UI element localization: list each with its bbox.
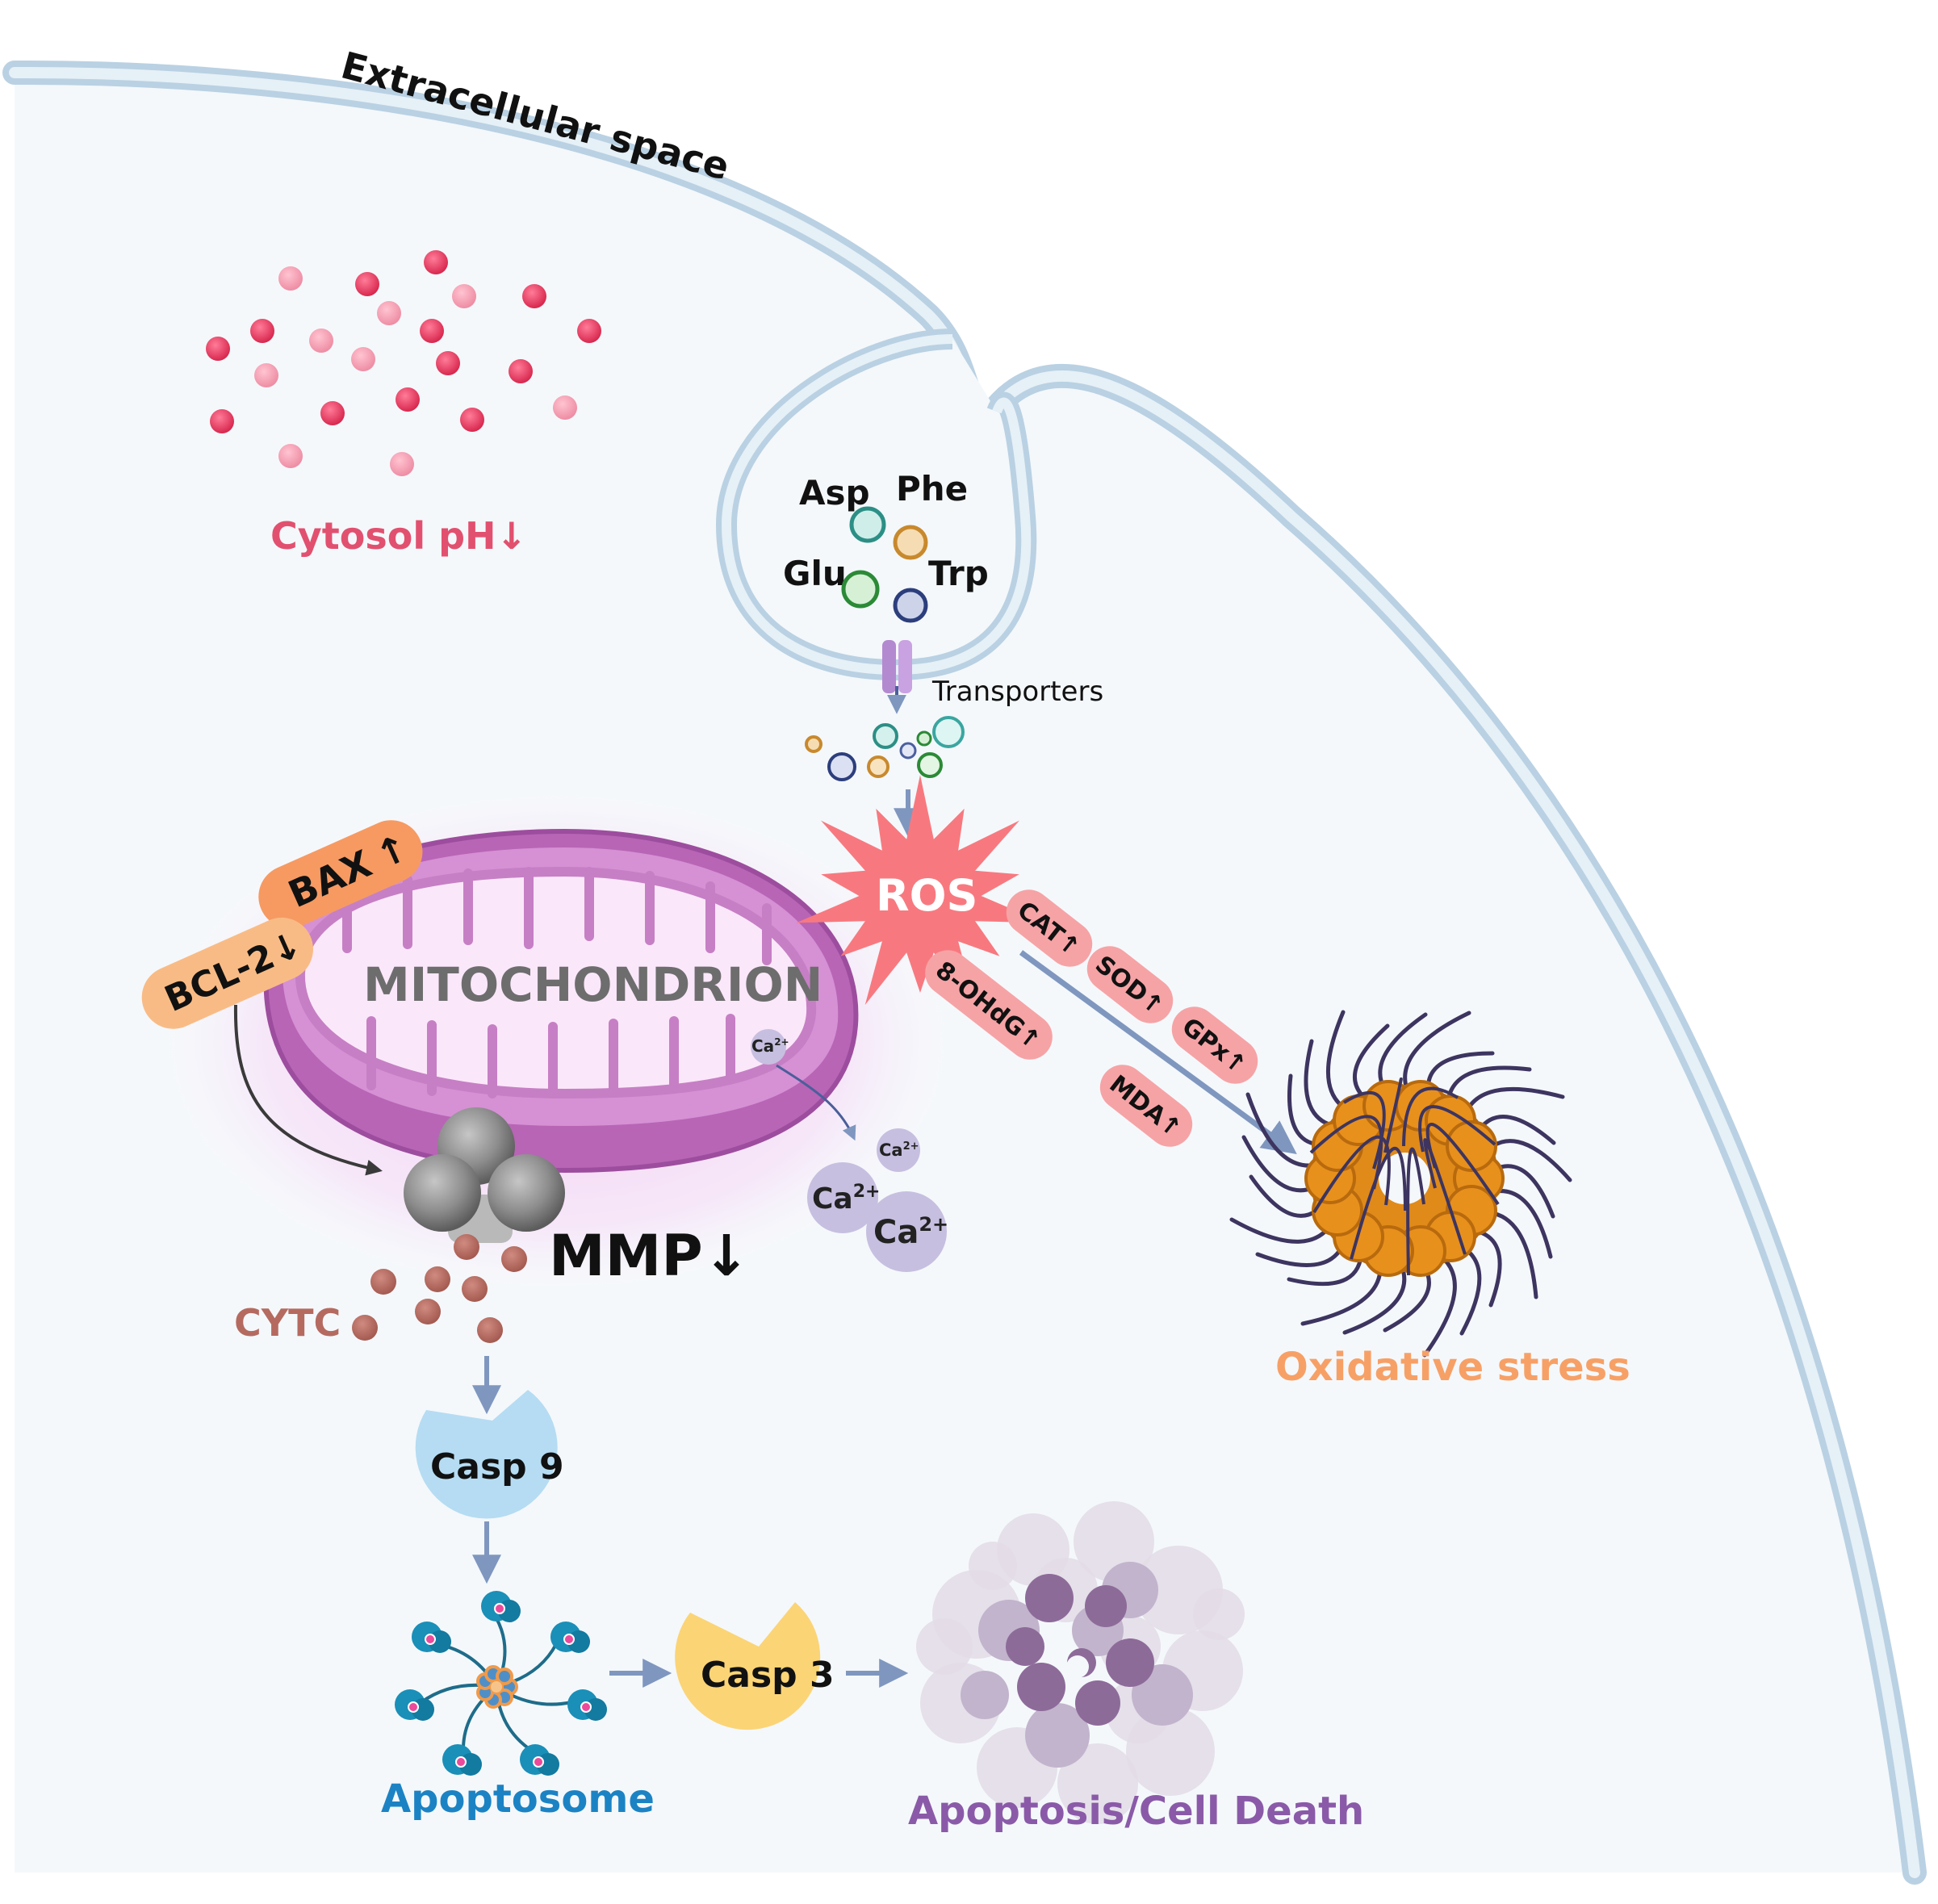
casp9-label: Casp 9 [430, 1446, 564, 1488]
casp3-label: Casp 3 [701, 1655, 835, 1696]
asp-molecule [849, 506, 886, 543]
proton [377, 301, 401, 325]
proton [278, 444, 303, 468]
bcl2-to-pore-arrow [233, 1004, 383, 1176]
cytosol-ph-arrow: ↓ [496, 514, 528, 558]
svg-text:Ca2+: Ca2+ [812, 1182, 880, 1216]
endocytic-vesicle [715, 328, 1037, 681]
cytc-label: CYTC [234, 1301, 341, 1345]
apoptotic-cell [916, 1501, 1245, 1824]
apoptosome-label: Apoptosome [381, 1776, 655, 1822]
casp9-shape [415, 1390, 558, 1519]
proton [436, 351, 460, 375]
proton [254, 363, 278, 387]
casp3-shape [675, 1602, 821, 1730]
mitochondrion [137, 775, 977, 1308]
ca-charge-4: 2+ [919, 1213, 948, 1236]
phe-molecule [893, 525, 928, 560]
mitochondrion-label: MITOCHONDRION [363, 957, 822, 1012]
oxidized-aggregate [1229, 1010, 1572, 1358]
proton-cluster [206, 250, 601, 476]
proton [577, 319, 601, 343]
cytosol-ph-label: Cytosol pH [270, 514, 496, 558]
ca-label-1: Ca [751, 1036, 774, 1056]
transporters-label: Transporters [931, 676, 1103, 708]
arrow-ros-to-oxidative [1019, 950, 1297, 1154]
ca-label-2: Ca [879, 1140, 903, 1160]
proton [396, 387, 420, 412]
apoptosis-label: Apoptosis/Cell Death [908, 1789, 1364, 1834]
svg-text:Cytosol pH↓: Cytosol pH↓ [270, 514, 527, 558]
svg-text:Ca2+: Ca2+ [873, 1213, 948, 1251]
released-amino-acids [805, 716, 965, 781]
proton [420, 319, 444, 343]
proton [351, 347, 375, 371]
proton [278, 266, 303, 291]
ros-label: ROS [876, 870, 977, 921]
proton [206, 337, 230, 361]
oxidative-stress-label: Oxidative stress [1275, 1345, 1630, 1390]
proton [424, 250, 448, 274]
amino-acid-label-phe: Phe [896, 469, 968, 508]
cytochrome-c-group [352, 1234, 527, 1343]
mmp-label: MMP [549, 1223, 703, 1289]
ca-charge-2: 2+ [903, 1140, 919, 1153]
proton [509, 359, 533, 383]
proton [522, 284, 546, 308]
cytosol-ph-label-group: Cytosol pH↓ [270, 514, 527, 558]
ca-label-4: Ca [873, 1214, 919, 1251]
amino-acid-label-glu: Glu [783, 554, 847, 593]
transporter-channel [882, 640, 912, 714]
mmp-arrow: ↓ [703, 1223, 751, 1289]
proton [250, 319, 274, 343]
calcium-group: Ca2+ Ca2+ Ca2+ Ca2+ [751, 1029, 948, 1272]
pore-complex [404, 1107, 565, 1243]
proton [553, 395, 577, 420]
amino-acid-label-asp: Asp [799, 473, 870, 513]
amino-acid-label-trp: Trp [928, 554, 989, 593]
proton [309, 328, 333, 353]
proton [390, 452, 414, 476]
svg-text:MMP↓: MMP↓ [549, 1223, 750, 1289]
mmp-label-group: MMP↓ [549, 1223, 750, 1289]
amino-acid-group: Asp Phe Glu Trp [783, 469, 989, 623]
glu-molecule [841, 570, 880, 609]
svg-text:Ca2+: Ca2+ [879, 1140, 919, 1160]
apoptosome-complex [395, 1591, 607, 1776]
ros-burst [796, 775, 1044, 1006]
proton [320, 401, 345, 425]
ca-charge-3: 2+ [853, 1182, 881, 1202]
proton [210, 409, 234, 433]
proton [355, 272, 379, 296]
ca-charge-1: 2+ [774, 1036, 789, 1048]
proton [460, 408, 484, 432]
ca-label-3: Ca [812, 1182, 853, 1216]
trp-molecule [893, 588, 928, 623]
proton [452, 284, 476, 308]
svg-text:Ca2+: Ca2+ [751, 1036, 789, 1056]
